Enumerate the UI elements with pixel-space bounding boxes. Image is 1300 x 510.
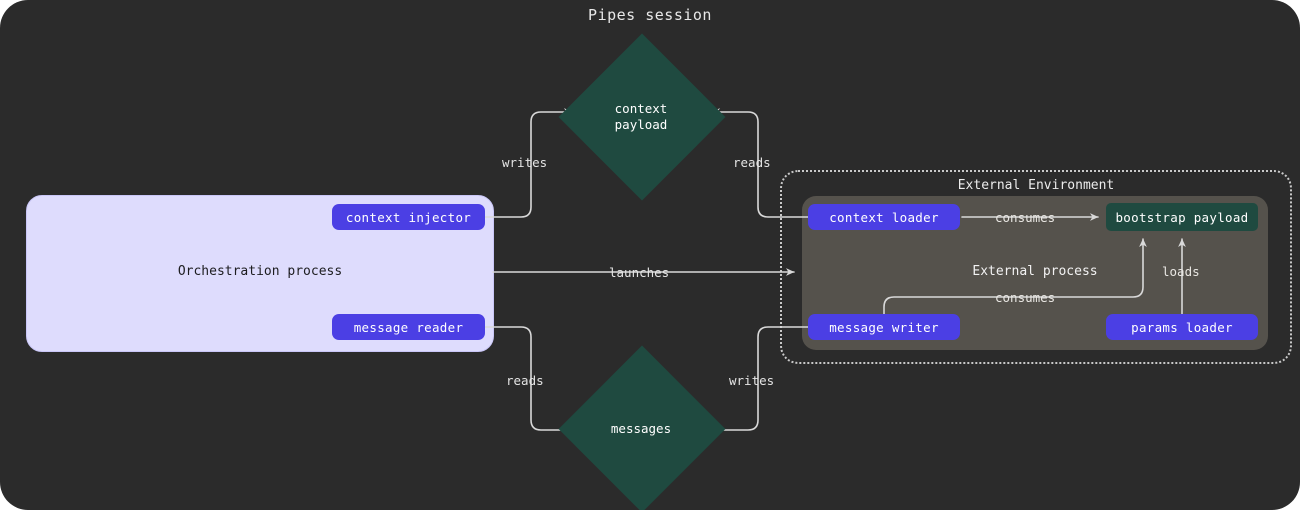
store-messages-label: messages	[610, 421, 672, 436]
store-context-payload-line1: context	[614, 101, 668, 116]
edge-label-consumes-bootstrap-writer: consumes	[995, 290, 1056, 305]
node-message-reader[interactable]: message reader	[332, 314, 485, 340]
edge-label-writes-context: writes	[502, 155, 548, 170]
node-message-writer[interactable]: message writer	[808, 314, 960, 340]
store-context-payload-label: context payload	[556, 101, 726, 133]
external-environment-boundary: External Environment	[780, 170, 1292, 364]
edge-label-launches: launches	[609, 265, 670, 280]
edge-label-writes-messages: writes	[729, 373, 775, 388]
orchestration-process-label: Orchestration process	[177, 264, 343, 279]
node-context-injector[interactable]: context injector	[332, 204, 485, 230]
edge-label-reads-messages: reads	[506, 373, 544, 388]
page-title: Pipes session	[588, 6, 712, 24]
external-environment-label: External Environment	[957, 178, 1115, 193]
node-context-loader[interactable]: context loader	[808, 204, 960, 230]
edge-label-reads-context: reads	[733, 155, 771, 170]
edge-label-consumes-bootstrap: consumes	[995, 210, 1056, 225]
node-bootstrap-payload[interactable]: bootstrap payload	[1106, 203, 1258, 231]
node-params-loader[interactable]: params loader	[1106, 314, 1258, 340]
store-context-payload-line2: payload	[614, 117, 668, 132]
edge-label-loads-bootstrap: loads	[1162, 264, 1200, 279]
